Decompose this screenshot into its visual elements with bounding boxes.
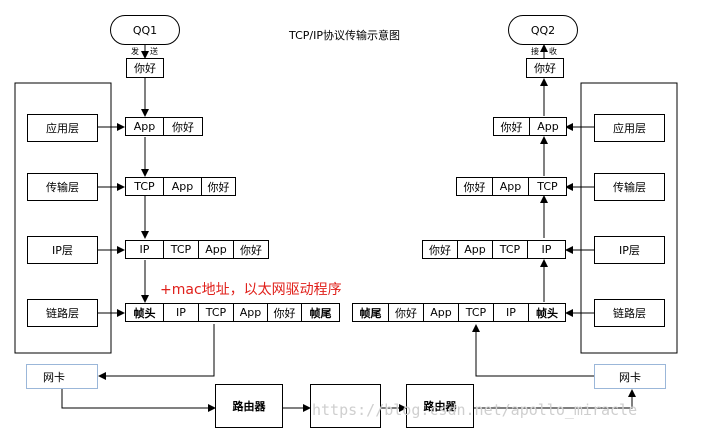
left-ip-packet: IP TCP App 你好 (125, 240, 269, 259)
left-data-box: 你好 (126, 58, 164, 78)
packet-cell: IP (126, 241, 164, 258)
right-tcp-packet: 你好 App TCP (456, 177, 567, 196)
packet-cell: IP (164, 304, 199, 321)
left-link-frame: 帧头 IP TCP App 你好 帧尾 (125, 303, 340, 322)
recv-label-1: 接 (531, 47, 539, 56)
send-label-1: 发 (131, 47, 139, 56)
right-layer-ip: IP层 (594, 236, 665, 264)
packet-cell: 你好 (457, 178, 493, 195)
packet-cell: 你好 (389, 304, 424, 321)
packet-cell: 帧头 (126, 304, 164, 321)
packet-cell: App (164, 178, 202, 195)
router-1: 路由器 (215, 384, 283, 428)
packet-cell: 帧尾 (309, 306, 332, 320)
packet-cell: App (199, 241, 234, 258)
packet-cell: TCP (459, 304, 494, 321)
packet-cell: 帧尾 (353, 304, 389, 321)
packet-cell: App (458, 241, 493, 258)
right-layer-frame (580, 82, 678, 354)
qq1-node: QQ1 (110, 15, 180, 45)
right-data-box: 你好 (526, 58, 564, 78)
left-tcp-packet: TCP App 你好 (125, 177, 236, 196)
packet-cell: TCP (164, 241, 199, 258)
intermediate-node (310, 384, 381, 428)
packet-cell: 你好 (240, 243, 262, 257)
packet-cell: 你好 (172, 120, 194, 134)
right-layer-transport: 传输层 (594, 173, 665, 201)
left-layer-application: 应用层 (27, 114, 98, 142)
packet-cell: App (234, 304, 268, 321)
router-2: 路由器 (406, 384, 474, 428)
packet-cell: 你好 (494, 118, 530, 135)
packet-cell: App (537, 120, 559, 133)
packet-cell: TCP (493, 241, 528, 258)
qq2-node: QQ2 (508, 15, 578, 45)
packet-cell: 你好 (423, 241, 458, 258)
recv-label-2: 收 (549, 47, 557, 56)
left-nic: 网卡 (26, 364, 98, 389)
send-label-2: 送 (150, 47, 158, 56)
packet-cell: App (424, 304, 459, 321)
left-layer-ip: IP层 (27, 236, 98, 264)
left-layer-link: 链路层 (27, 299, 98, 327)
right-layer-application: 应用层 (594, 114, 665, 142)
packet-cell: 帧头 (536, 306, 558, 320)
watermark: https://blog.csdn.net/apollo_miracle (312, 401, 638, 419)
left-layer-transport: 传输层 (27, 173, 98, 201)
packet-cell: 你好 (207, 180, 230, 194)
right-ip-packet: 你好 App TCP IP (422, 240, 566, 259)
packet-cell: TCP (199, 304, 234, 321)
packet-cell: App (493, 178, 529, 195)
right-layer-link: 链路层 (594, 299, 665, 327)
right-app-packet: 你好 App (493, 117, 567, 136)
packet-cell: TCP (126, 178, 164, 195)
mac-annotation: +mac地址，以太网驱动程序 (160, 282, 342, 298)
packet-cell: TCP (537, 180, 558, 193)
left-layer-frame (14, 82, 112, 354)
right-link-frame: 帧尾 你好 App TCP IP 帧头 (352, 303, 566, 322)
diagram-title: TCP/IP协议传输示意图 (289, 29, 400, 42)
packet-cell: App (126, 118, 164, 135)
right-nic: 网卡 (594, 364, 666, 389)
packet-cell: IP (494, 304, 529, 321)
packet-cell: 你好 (268, 304, 302, 321)
packet-cell: IP (541, 243, 552, 256)
left-app-packet: App 你好 (125, 117, 203, 136)
